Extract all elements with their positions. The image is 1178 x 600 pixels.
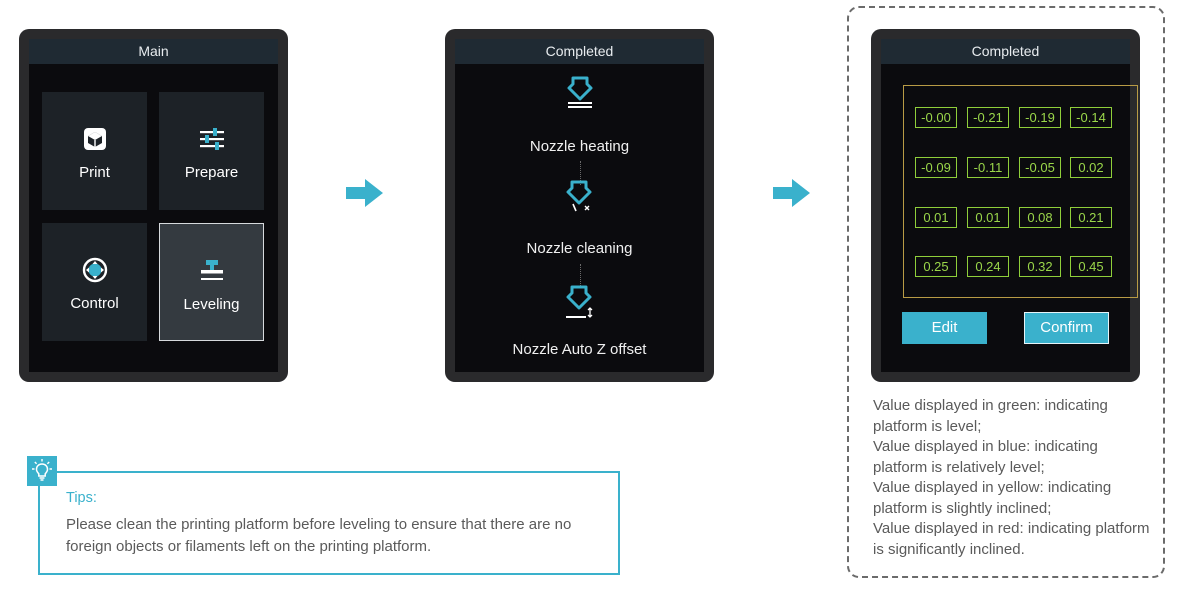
nozzle-z-offset-icon — [565, 285, 592, 318]
prepare-tile[interactable]: Prepare — [159, 92, 264, 210]
sliders-icon — [199, 128, 224, 150]
tips-box — [38, 471, 620, 575]
legend-green: Value displayed in green: indicating pla… — [873, 397, 1108, 435]
leveling-grid: -0.00 -0.21 -0.19 -0.14 -0.09 -0.11 -0.0… — [903, 85, 1138, 298]
legend-yellow: Value displayed in yellow: indicating pl… — [873, 479, 1112, 517]
step-connector — [579, 161, 581, 185]
nozzle-heating-icon — [567, 76, 592, 108]
nozzle-cleaning-label: Nozzle cleaning — [526, 240, 633, 257]
main-title: Main — [29, 39, 278, 64]
color-legend: Value displayed in green: indicating pla… — [873, 396, 1153, 560]
grid-cell: -0.11 — [967, 157, 1009, 178]
steps-screen-device: Completed Nozzle heating Nozzle cleaning… — [445, 29, 714, 382]
print-label: Print — [79, 164, 110, 181]
confirm-button[interactable]: Confirm — [1024, 312, 1109, 344]
edit-button[interactable]: Edit — [902, 312, 987, 344]
nozzle-cleaning-icon — [566, 180, 591, 212]
grid-cell: 0.21 — [1070, 207, 1112, 228]
legend-blue: Value displayed in blue: indicating plat… — [873, 438, 1098, 476]
leveling-label: Leveling — [183, 296, 240, 313]
grid-cell: 0.08 — [1019, 207, 1061, 228]
main-screen-device: Main Print Prepare — [19, 29, 288, 382]
grid-cell: 0.24 — [967, 256, 1009, 277]
prepare-label: Prepare — [184, 164, 239, 181]
tips-text: Please clean the printing platform befor… — [66, 516, 572, 555]
legend-red: Value displayed in red: indicating platf… — [873, 520, 1150, 558]
grid-cell: 0.02 — [1070, 157, 1112, 178]
grid-cell: -0.09 — [915, 157, 957, 178]
grid-cell: 0.01 — [967, 207, 1009, 228]
control-label: Control — [70, 295, 119, 312]
grid-cell: 0.45 — [1070, 256, 1112, 277]
steps-title: Completed — [455, 39, 704, 64]
dpad-icon — [82, 257, 107, 283]
main-screen: Main Print Prepare — [29, 39, 278, 372]
results-dashed-frame — [847, 6, 1165, 578]
grid-cell: 0.25 — [915, 256, 957, 277]
nozzle-z-offset-label: Nozzle Auto Z offset — [512, 341, 647, 358]
print-tile[interactable]: Print — [42, 92, 147, 210]
arrow-right-icon — [346, 179, 383, 207]
grid-cell: 0.32 — [1019, 256, 1061, 277]
results-screen-device: Completed -0.00 -0.21 -0.19 -0.14 -0.09 … — [871, 29, 1140, 382]
control-tile[interactable]: Control — [42, 223, 147, 341]
grid-cell: -0.00 — [915, 107, 957, 128]
steps-screen: Completed Nozzle heating Nozzle cleaning… — [455, 39, 704, 372]
results-title: Completed — [881, 39, 1130, 64]
nozzle-heating-label: Nozzle heating — [529, 138, 630, 155]
step-connector — [579, 264, 581, 288]
lightbulb-icon — [27, 456, 57, 486]
tips-title: Tips: — [66, 490, 97, 506]
grid-cell: 0.01 — [915, 207, 957, 228]
arrow-right-icon — [773, 179, 810, 207]
leveling-icon — [200, 260, 223, 280]
grid-cell: -0.05 — [1019, 157, 1061, 178]
grid-cell: -0.14 — [1070, 107, 1112, 128]
results-screen: Completed -0.00 -0.21 -0.19 -0.14 -0.09 … — [881, 39, 1138, 372]
leveling-tile[interactable]: Leveling — [159, 223, 264, 341]
grid-cell: -0.21 — [967, 107, 1009, 128]
print-icon — [83, 128, 106, 150]
grid-cell: -0.19 — [1019, 107, 1061, 128]
